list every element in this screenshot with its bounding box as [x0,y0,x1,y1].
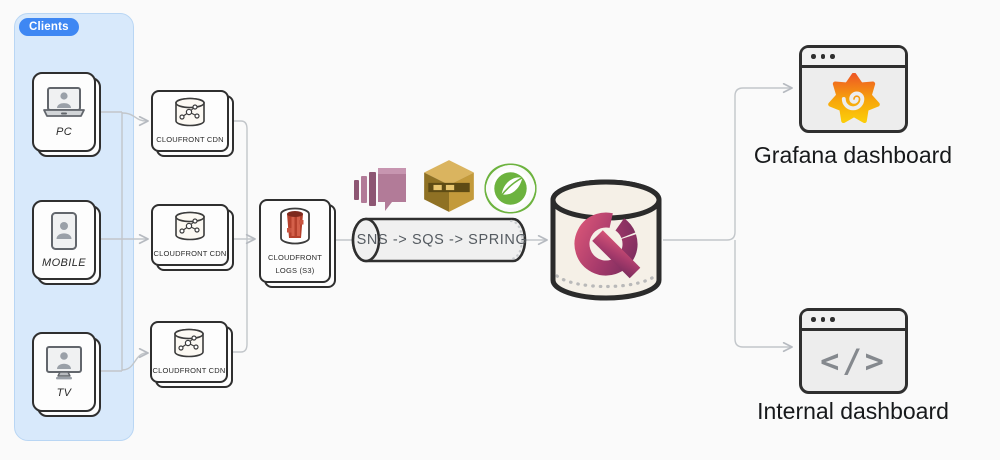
cdn-node-3: CLOUDFRONT CDN [150,321,233,388]
s3-bucket-icon [280,207,310,245]
browser-titlebar [802,48,905,68]
logs-label-line2: LOGS (S3) [275,265,315,275]
window-dot-icon [820,317,825,322]
sns-sqs-spring-pipe [351,217,527,263]
tv-user-icon [46,345,82,379]
internal-dashboard-window: </> [799,308,908,394]
cdn-label: CLOUFRONT CDN [156,135,224,145]
cdn-label: CLOUDFRONT CDN [152,366,226,376]
window-dot-icon [830,317,835,322]
window-dot-icon [811,54,816,59]
client-label: TV [56,386,72,399]
cdn-cylinder-icon [174,328,204,358]
cdn-cylinder-icon [175,211,205,241]
window-dot-icon [830,54,835,59]
code-icon: </> [820,341,887,380]
logs-label-line1: CLOUDFRONT [267,253,323,262]
cdn-label: CLOUDFRONT CDN [153,249,227,259]
cloudfront-logs-s3-node: CLOUDFRONT LOGS (S3) [259,199,336,288]
laptop-user-icon [43,86,85,117]
spring-icon [484,163,537,214]
aws-sqs-icon [424,160,474,212]
aws-sns-icon [354,168,406,211]
client-label: MOBILE [42,256,86,269]
client-node-mobile: MOBILE [32,200,101,285]
grafana-logo [827,72,880,123]
pipe-label: SNS -> SQS -> SPRING [356,232,528,248]
grafana-dashboard-label: Grafana dashboard [753,142,953,168]
browser-titlebar [802,311,905,331]
client-label: PC [55,125,73,138]
questdb-database [550,179,662,301]
cdn-node-2: CLOUDFRONT CDN [151,204,234,271]
window-dot-icon [820,54,825,59]
window-dot-icon [811,317,816,322]
cdn-node-1: CLOUFRONT CDN [151,90,234,157]
cdn-cylinder-icon [175,97,205,127]
clients-group-badge: Clients [19,18,79,36]
client-node-tv: TV [32,332,101,417]
client-node-pc: PC [32,72,101,157]
internal-dashboard-label: Internal dashboard [757,398,949,424]
mobile-user-icon [51,211,77,250]
grafana-dashboard-window [799,45,908,133]
